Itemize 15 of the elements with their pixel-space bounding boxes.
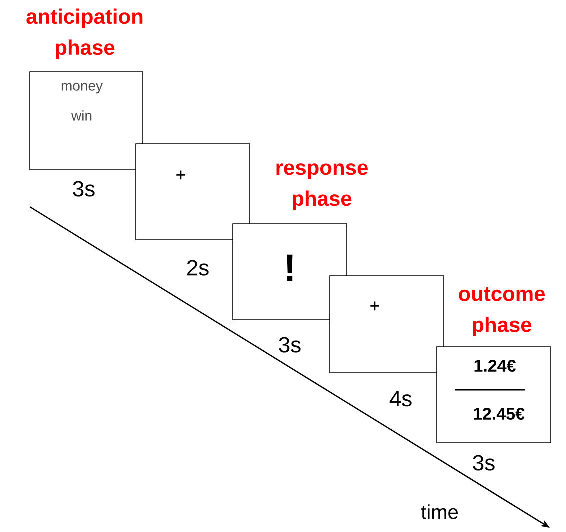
fixation-cross: +: [370, 302, 380, 311]
amount-text: 1.24€: [474, 360, 516, 372]
cue-text: money win: [62, 83, 103, 121]
amount-text: 12.45€: [474, 408, 525, 420]
duration-label: 4s: [390, 391, 412, 407]
axis-label: time: [421, 504, 458, 520]
phase-heading: response phase: [276, 164, 368, 210]
fixation-cross: +: [176, 170, 186, 180]
duration-label: 3s: [473, 455, 495, 471]
duration-label: 2s: [188, 260, 209, 276]
phase-heading: anticipation phase: [26, 8, 143, 60]
duration-label: 3s: [279, 337, 301, 353]
exclamation-mark: !: [287, 254, 293, 282]
phase-heading: outcome phase: [459, 287, 546, 337]
duration-label: 3s: [73, 181, 95, 197]
